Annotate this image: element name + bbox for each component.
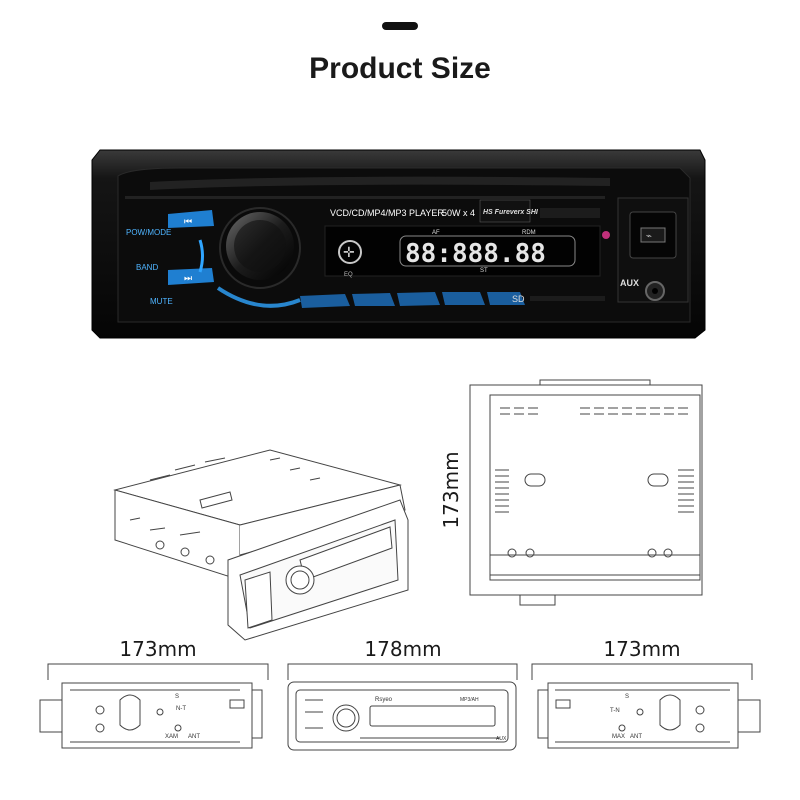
title-accent-bar bbox=[382, 22, 418, 30]
sd-slot-label: SD bbox=[512, 294, 525, 304]
left-rear-view bbox=[39, 682, 263, 749]
isometric-drawing bbox=[113, 449, 409, 641]
aux-label: AUX bbox=[620, 278, 639, 288]
brand-badge: HS Fureverx SHI bbox=[483, 209, 539, 216]
next-track-icon: ⏭ bbox=[184, 274, 192, 284]
right-label-4: S bbox=[625, 694, 629, 700]
right-width-dimension: 173mm bbox=[603, 637, 680, 661]
next-button[interactable] bbox=[168, 268, 214, 285]
page-title: Product Size bbox=[309, 52, 491, 85]
prev-button[interactable] bbox=[168, 210, 214, 228]
prev-track-icon: ⏮ bbox=[184, 217, 192, 227]
front-badge: MP3/AH bbox=[460, 697, 479, 703]
left-label-4: S bbox=[175, 694, 179, 700]
front-width-dimension: 178mm bbox=[364, 637, 441, 661]
model-label: VCD/CD/MP4/MP3 PLAYER bbox=[330, 208, 444, 218]
power-label: 50W x 4 bbox=[442, 208, 475, 218]
right-rear-view bbox=[537, 682, 761, 749]
svg-text:ST: ST bbox=[480, 268, 488, 274]
svg-text:AF: AF bbox=[432, 230, 440, 236]
right-label-3: ANT bbox=[630, 734, 642, 740]
preset-buttons[interactable] bbox=[300, 292, 525, 308]
svg-text:EQ: EQ bbox=[344, 272, 353, 278]
right-label-1: T-N bbox=[610, 708, 620, 714]
usb-port[interactable] bbox=[640, 227, 666, 243]
band-button[interactable]: BAND bbox=[136, 263, 158, 272]
pow-mode-button[interactable]: POW/MODE bbox=[126, 228, 171, 237]
svg-text:✛: ✛ bbox=[343, 245, 355, 261]
left-label-1: XAM bbox=[165, 734, 178, 740]
side-height-dimension: 173mm bbox=[439, 451, 463, 528]
front-aux: AUX bbox=[496, 736, 507, 742]
svg-text:RDM: RDM bbox=[522, 230, 536, 236]
right-label-2: MAX bbox=[612, 734, 625, 740]
left-width-dimension: 173mm bbox=[119, 637, 196, 661]
side-view-drawing bbox=[469, 379, 703, 606]
mute-button[interactable]: MUTE bbox=[150, 297, 173, 306]
usb-icon: ⌁ bbox=[646, 231, 652, 242]
front-brand: Rsyeo bbox=[375, 697, 393, 703]
left-label-3: N-T bbox=[176, 706, 186, 712]
front-view bbox=[287, 681, 517, 751]
sd-slot[interactable] bbox=[530, 296, 605, 301]
lcd-digits: 88:888.88 bbox=[405, 239, 546, 269]
left-label-2: ANT bbox=[188, 734, 200, 740]
car-stereo: ⏮ ⏭ POW/MODE BAND MUTE VCD/CD/MP4/MP3 PL… bbox=[91, 149, 706, 339]
lcd-display bbox=[324, 225, 601, 277]
dimension-lines bbox=[47, 663, 753, 680]
